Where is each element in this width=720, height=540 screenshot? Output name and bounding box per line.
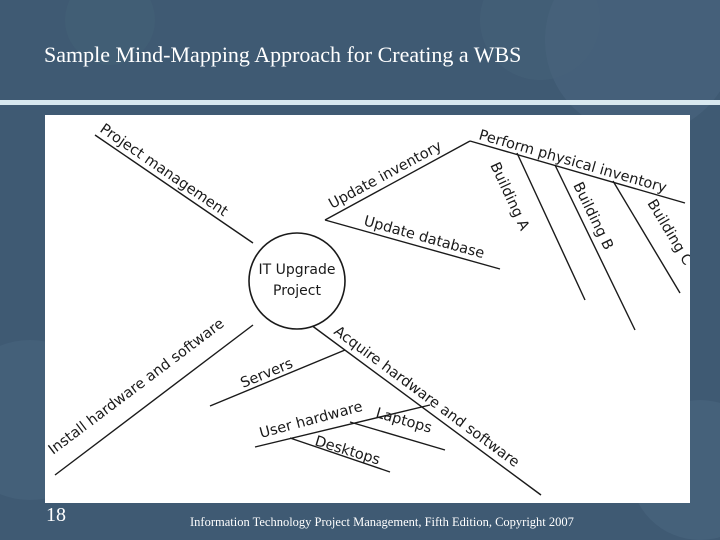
branch-line-install-hardware [54, 324, 254, 476]
branch-line-acquire-hardware [306, 321, 542, 496]
branch-line-building-c [612, 180, 681, 294]
label-desktops: Desktops [313, 434, 382, 469]
branch-line-project-management [94, 134, 254, 244]
center-node-line-2: Project [273, 283, 321, 299]
label-building-c: Building C [644, 197, 690, 268]
label-user-hardware: User hardware [258, 399, 365, 442]
branch-line-desktops [289, 437, 391, 473]
branch-line-servers [209, 349, 346, 407]
mindmap-panel: IT Upgrade Project Project management Up… [45, 115, 690, 503]
label-install-hardware-software: Install hardware and software [46, 316, 228, 458]
mindmap-diagram: IT Upgrade Project Project management Up… [46, 121, 690, 496]
label-project-management: Project management [97, 121, 231, 220]
branch-line-laptops [349, 421, 446, 451]
slide-number: 18 [46, 504, 66, 526]
center-node [248, 232, 346, 330]
center-node-line-1: IT Upgrade [259, 262, 336, 278]
label-update-database: Update database [362, 213, 486, 262]
branch-line-user-hardware [254, 404, 431, 448]
branch-line-perform-physical-inventory [469, 140, 686, 204]
branch-line-update-inventory [324, 140, 471, 221]
slide-footer: Information Technology Project Managemen… [190, 515, 574, 529]
slide-title: Sample Mind-Mapping Approach for Creatin… [44, 42, 522, 67]
branch-line-building-b [554, 164, 636, 331]
branch-line-building-a [516, 152, 586, 301]
label-update-inventory: Update inventory [326, 138, 445, 212]
title-divider [0, 100, 720, 105]
branch-line-update-database [324, 219, 501, 270]
label-servers: Servers [238, 356, 295, 392]
